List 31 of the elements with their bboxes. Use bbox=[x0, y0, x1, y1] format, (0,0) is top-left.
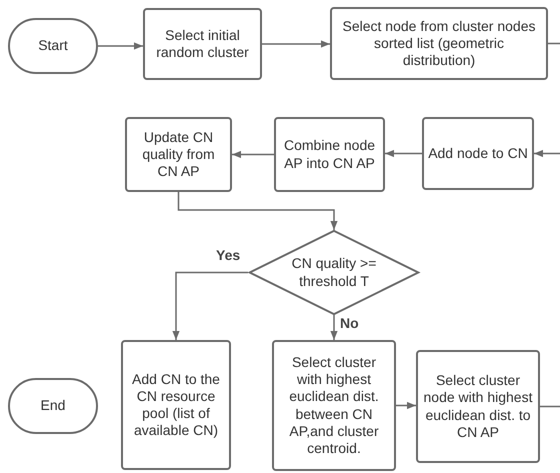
node-text: Add node to CN bbox=[427, 144, 529, 162]
node-text: End bbox=[40, 397, 66, 415]
decision-diamond bbox=[248, 230, 420, 315]
process-box bbox=[121, 340, 231, 470]
node-text: Select cluster with highest euclidean dist. between CN AP,and cluster centroid. bbox=[288, 354, 380, 457]
arrow bbox=[178, 192, 338, 230]
node-text: Add CN to the CN resource pool (list of available CN) bbox=[131, 370, 221, 440]
node-text: Select cluster node with highest euclidean dist. to CN AP bbox=[422, 372, 534, 441]
arrow bbox=[534, 150, 560, 158]
arrow bbox=[98, 42, 143, 50]
node-text: CN quality >= threshold T bbox=[290, 255, 378, 290]
node-text: Start bbox=[37, 37, 69, 55]
arrow bbox=[232, 150, 274, 158]
process-box bbox=[416, 350, 540, 463]
process-box bbox=[422, 117, 534, 190]
process-box bbox=[330, 7, 548, 80]
process-box bbox=[125, 117, 232, 192]
node-text: Combine node AP into CN AP bbox=[282, 137, 376, 172]
node-text: Update CN quality from CN AP bbox=[141, 128, 216, 180]
arrow bbox=[385, 150, 422, 158]
arrow bbox=[172, 272, 248, 340]
edge-label: Yes bbox=[214, 248, 242, 264]
arrow bbox=[262, 40, 330, 48]
node-text: Select node from cluster nodes sorted list (geometric distribution) bbox=[342, 18, 536, 70]
edge-label: No bbox=[338, 316, 361, 332]
process-box bbox=[272, 340, 396, 471]
process-box bbox=[143, 8, 262, 80]
arrow bbox=[330, 315, 338, 340]
node-text: Select initial random cluster bbox=[155, 26, 250, 62]
arrow bbox=[396, 402, 416, 410]
process-box bbox=[274, 117, 385, 192]
